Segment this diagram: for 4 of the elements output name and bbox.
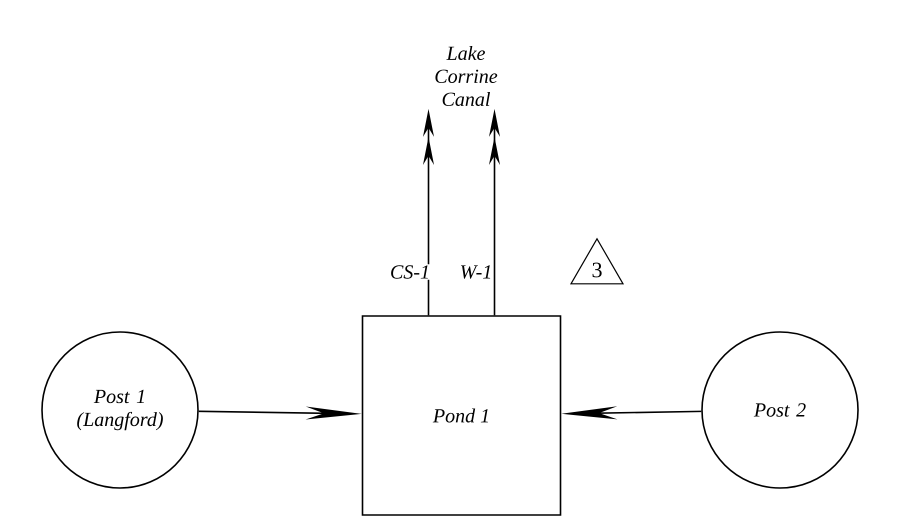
pond-box: Pond 1 [362, 315, 562, 516]
edge-label: CS-1 [389, 264, 431, 280]
destination-label: Lake Corrine Canal [435, 46, 498, 106]
edge-label: W-1 [458, 264, 494, 280]
